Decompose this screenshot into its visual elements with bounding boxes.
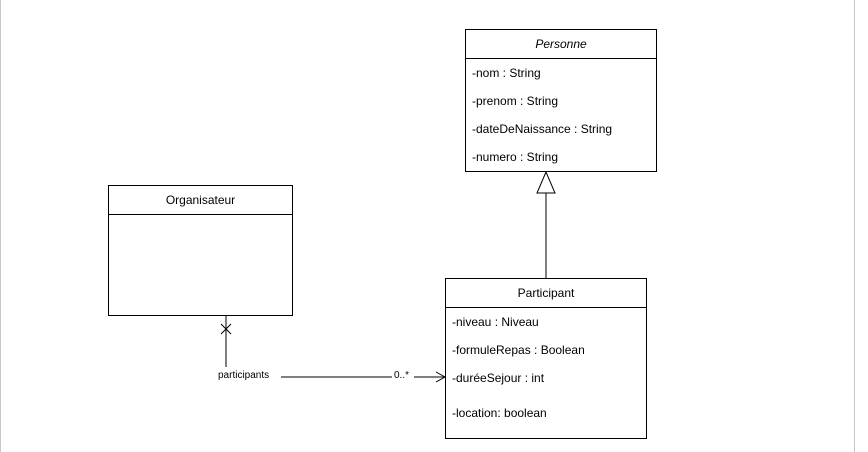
personne-attr-prenom: -prenom : String bbox=[472, 94, 559, 108]
class-organisateur[interactable]: Organisateur bbox=[108, 185, 293, 316]
non-navigable-x-mark-b bbox=[220, 323, 232, 335]
canvas-left-border bbox=[0, 0, 1, 452]
class-organisateur-name: Organisateur bbox=[109, 186, 292, 215]
association-role-label: participants bbox=[218, 370, 270, 381]
personne-attr-numero: -numero : String bbox=[472, 150, 559, 164]
participant-attr-niveau: -niveau : Niveau bbox=[452, 315, 539, 329]
association-multiplicity-label: 0..* bbox=[394, 370, 410, 381]
canvas-right-border bbox=[854, 0, 855, 452]
generalization-arrowhead bbox=[536, 170, 556, 194]
participant-attr-location: -location: boolean bbox=[452, 406, 547, 420]
personne-attr-nom: -nom : String bbox=[472, 66, 541, 80]
class-personne-name: Personne bbox=[466, 30, 656, 59]
participant-attr-formule-repas: -formuleRepas : Boolean bbox=[452, 343, 585, 357]
class-participant[interactable]: Participant -niveau : Niveau -formuleRep… bbox=[445, 278, 647, 439]
personne-attr-date-de-naissance: -dateDeNaissance : String bbox=[472, 122, 613, 136]
participant-attr-duree-sejour: -duréeSejour : int bbox=[452, 371, 545, 385]
class-participant-name: Participant bbox=[446, 279, 646, 308]
class-personne[interactable]: Personne -nom : String -prenom : String … bbox=[465, 29, 657, 172]
